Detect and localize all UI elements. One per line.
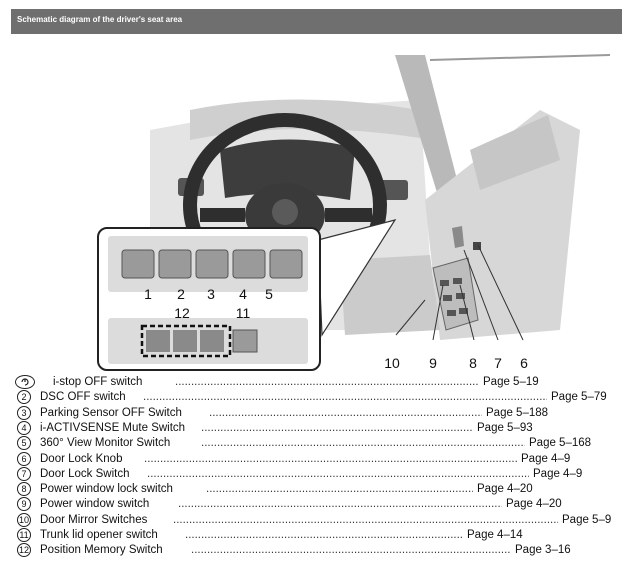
callout-3: 3 [207, 286, 215, 302]
item-label: 360° View Monitor Switch [40, 437, 171, 449]
list-item: 9 Power window switch....................… [15, 497, 615, 512]
list-item: 5 360° View Monitor Switch...............… [15, 436, 615, 451]
dot-leader: ........................................… [147, 468, 529, 480]
item-number: 3 [17, 406, 31, 420]
dot-leader: ........................................… [201, 422, 473, 434]
list-item: i-stop OFF switch.......................… [15, 375, 615, 390]
section-header: Schematic diagram of the driver's seat a… [11, 9, 622, 34]
list-item: 11 Trunk lid opener switch...............… [15, 528, 615, 543]
dot-leader: ........................................… [209, 407, 482, 419]
dot-leader: ........................................… [201, 437, 525, 449]
list-item: 7 Door Lock Switch.......................… [15, 467, 615, 482]
item-number: 10 [17, 513, 31, 527]
list-item: 6 Door Lock Knob.........................… [15, 452, 615, 467]
page-reference[interactable]: Page 4–9 [533, 468, 583, 480]
item-number: 2 [17, 390, 31, 404]
callout-5: 5 [265, 286, 273, 302]
dot-leader: ........................................… [206, 483, 473, 495]
list-item: 8 Power window lock switch...............… [15, 482, 615, 497]
callout-12: 12 [174, 305, 190, 321]
list-item: 2 DSC OFF switch.........................… [15, 390, 615, 405]
list-item: 12 Position Memory Switch................… [15, 543, 615, 558]
item-label: Power window switch [40, 498, 150, 510]
item-number: 5 [17, 436, 31, 450]
item-label: DSC OFF switch [40, 391, 126, 403]
callout-1: 1 [144, 286, 152, 302]
item-number: 6 [17, 452, 31, 466]
callout-6: 6 [520, 355, 528, 371]
item-number: 4 [17, 421, 31, 435]
page-reference[interactable]: Page 4–14 [467, 529, 523, 541]
item-number: 11 [17, 528, 31, 542]
list-item: 4 i-ACTIVSENSE Mute Switch...............… [15, 421, 615, 436]
driver-seat-illustration: 1 2 3 4 5 12 11 10 9 8 7 6 [97, 54, 611, 371]
page-reference[interactable]: Page 4–9 [521, 453, 571, 465]
item-label: Door Mirror Switches [40, 514, 148, 526]
dot-leader: ........................................… [191, 544, 511, 556]
page-reference[interactable]: Page 3–16 [515, 544, 571, 556]
callout-9: 9 [429, 355, 437, 371]
item-label: Door Lock Switch [40, 468, 130, 480]
item-label: i-stop OFF switch [53, 376, 143, 388]
item-label: Trunk lid opener switch [40, 529, 158, 541]
item-label: Door Lock Knob [40, 453, 123, 465]
list-item: 10 Door Mirror Switches..................… [15, 513, 615, 528]
item-number: 8 [17, 482, 31, 496]
page-reference[interactable]: Page 4–20 [506, 498, 562, 510]
dot-leader: ........................................… [185, 529, 463, 541]
i-stop-icon [15, 375, 35, 389]
callout-8: 8 [469, 355, 477, 371]
page-reference[interactable]: Page 5–188 [486, 407, 549, 419]
dot-leader: ........................................… [178, 498, 502, 510]
item-number: 12 [17, 543, 31, 557]
list-item: 3 Parking Sensor OFF Switch..............… [15, 406, 615, 421]
leader-lines [395, 244, 524, 341]
item-label: Position Memory Switch [40, 544, 163, 556]
page-reference[interactable]: Page 5–93 [477, 422, 533, 434]
item-label: Parking Sensor OFF Switch [40, 407, 182, 419]
callout-10: 10 [384, 355, 400, 371]
item-label: Power window lock switch [40, 483, 173, 495]
dot-leader: ........................................… [144, 453, 517, 465]
callout-11: 11 [236, 305, 251, 321]
dot-leader: ........................................… [175, 376, 479, 388]
dot-leader: ........................................… [173, 514, 558, 526]
page-reference[interactable]: Page 4–20 [477, 483, 533, 495]
callout-2: 2 [177, 286, 185, 302]
page-reference[interactable]: Page 5–9 [562, 514, 612, 526]
switch-inset [97, 227, 321, 371]
callout-7: 7 [494, 355, 502, 371]
item-label: i-ACTIVSENSE Mute Switch [40, 422, 186, 434]
page-reference[interactable]: Page 5–19 [483, 376, 539, 388]
page-reference[interactable]: Page 5–79 [551, 391, 607, 403]
section-title: Schematic diagram of the driver's seat a… [17, 15, 183, 24]
callout-4: 4 [239, 286, 247, 302]
page-reference[interactable]: Page 5–168 [529, 437, 592, 449]
item-number: 9 [17, 497, 31, 511]
item-number: 7 [17, 467, 31, 481]
dot-leader: ........................................… [143, 391, 547, 403]
